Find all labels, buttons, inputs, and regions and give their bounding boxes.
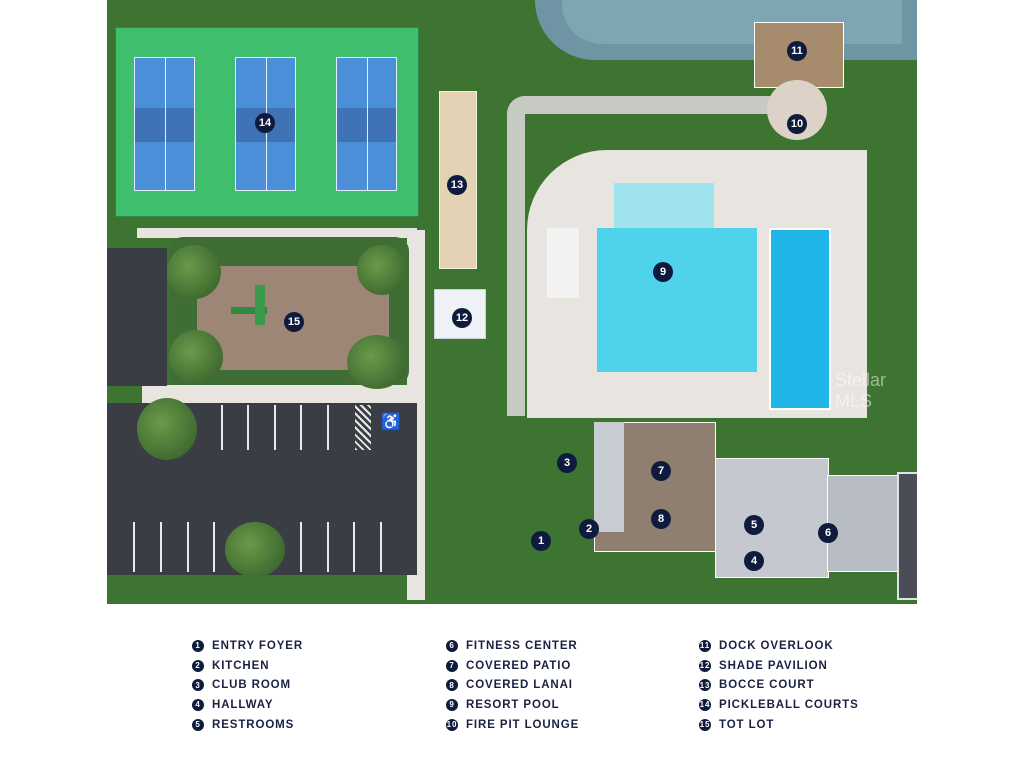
number-badge-icon: 7 xyxy=(446,659,458,672)
plan-marker-5: 5 xyxy=(744,515,764,535)
curved-path xyxy=(507,96,807,114)
dock xyxy=(754,22,844,88)
play-structure xyxy=(231,307,267,314)
tree xyxy=(347,335,407,389)
tree xyxy=(225,522,285,577)
pickleball-court-1 xyxy=(134,57,195,191)
plan-marker-6: 6 xyxy=(818,523,838,543)
number-badge-icon: 9 xyxy=(446,698,458,711)
parking-lot-west xyxy=(107,248,167,386)
number-badge-icon: 2 xyxy=(192,659,204,672)
walkway xyxy=(142,385,422,403)
fitness-center xyxy=(897,472,917,600)
walkway xyxy=(137,228,417,238)
plan-marker-9: 9 xyxy=(653,262,673,282)
amenity-site-plan: ♿ Stellar MLS xyxy=(107,0,917,604)
number-badge-icon: 1 xyxy=(192,639,204,652)
lap-pool xyxy=(769,228,831,410)
curved-path xyxy=(507,96,525,416)
covered-lanai xyxy=(715,458,829,578)
sun-shelf xyxy=(614,183,714,228)
pickleball-court-3 xyxy=(336,57,397,191)
restroom-building xyxy=(827,475,899,572)
accessible-parking-icon: ♿ xyxy=(381,414,401,431)
tree xyxy=(137,398,197,460)
tree xyxy=(169,330,223,384)
number-badge-icon: 4 xyxy=(192,698,204,711)
lake-highlight xyxy=(562,0,902,44)
plan-marker-14: 14 xyxy=(255,113,275,133)
number-badge-icon: 8 xyxy=(446,679,458,692)
number-badge-icon: 14 xyxy=(699,698,711,711)
plan-marker-13: 13 xyxy=(447,175,467,195)
clubhouse-rooms xyxy=(594,422,624,532)
plan-marker-8: 8 xyxy=(651,509,671,529)
cabana xyxy=(547,228,579,298)
number-badge-icon: 13 xyxy=(699,679,711,692)
number-badge-icon: 12 xyxy=(699,659,711,672)
plan-marker-1: 1 xyxy=(531,531,551,551)
plan-marker-15: 15 xyxy=(284,312,304,332)
plan-marker-10: 10 xyxy=(787,114,807,134)
accessible-aisle xyxy=(355,405,371,450)
play-structure xyxy=(255,285,265,325)
plan-marker-11: 11 xyxy=(787,41,807,61)
number-badge-icon: 11 xyxy=(699,639,711,652)
plan-marker-2: 2 xyxy=(579,519,599,539)
number-badge-icon: 10 xyxy=(446,718,458,731)
number-badge-icon: 3 xyxy=(192,679,204,692)
plan-marker-3: 3 xyxy=(557,453,577,473)
number-badge-icon: 15 xyxy=(699,718,711,731)
plan-marker-12: 12 xyxy=(452,308,472,328)
number-badge-icon: 6 xyxy=(446,639,458,652)
tree xyxy=(167,245,221,299)
number-badge-icon: 5 xyxy=(192,718,204,731)
plan-marker-4: 4 xyxy=(744,551,764,571)
resort-pool xyxy=(597,228,757,372)
plan-marker-7: 7 xyxy=(651,461,671,481)
watermark: Stellar MLS xyxy=(835,370,887,411)
tree xyxy=(357,245,407,295)
